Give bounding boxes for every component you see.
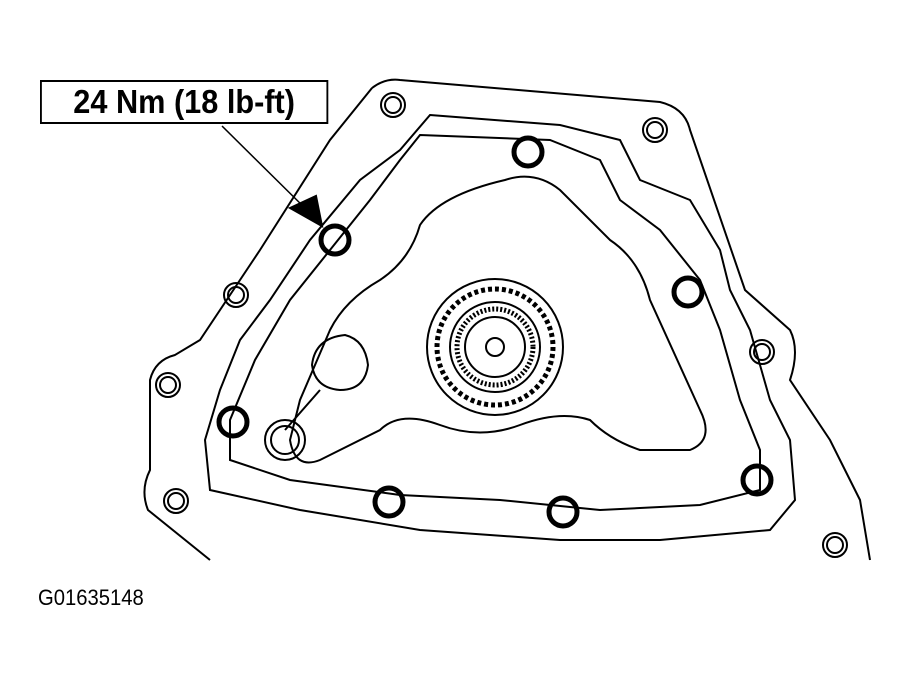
plug bbox=[284, 333, 370, 431]
arrow-head bbox=[287, 194, 324, 228]
figure-id: G01635148 bbox=[38, 585, 144, 610]
bolt bbox=[216, 405, 250, 439]
center-gear bbox=[426, 278, 564, 416]
bolt bbox=[372, 485, 406, 519]
bolt bbox=[740, 463, 774, 497]
housing-outline bbox=[143, 78, 871, 561]
torque-callout: 24 Nm (18 lb-ft) bbox=[40, 80, 329, 124]
bolt bbox=[318, 223, 352, 257]
cover-flange bbox=[203, 113, 797, 541]
cover-inner-face bbox=[288, 175, 707, 464]
bolt bbox=[671, 275, 705, 309]
dowel-hole bbox=[264, 419, 306, 461]
bolts bbox=[216, 135, 774, 529]
bolt bbox=[511, 135, 545, 169]
cover-gasket bbox=[229, 133, 761, 512]
dowel-hole-inner bbox=[270, 425, 300, 455]
mounting-holes bbox=[155, 92, 848, 558]
bolt bbox=[546, 495, 580, 529]
leader-line bbox=[221, 125, 313, 216]
